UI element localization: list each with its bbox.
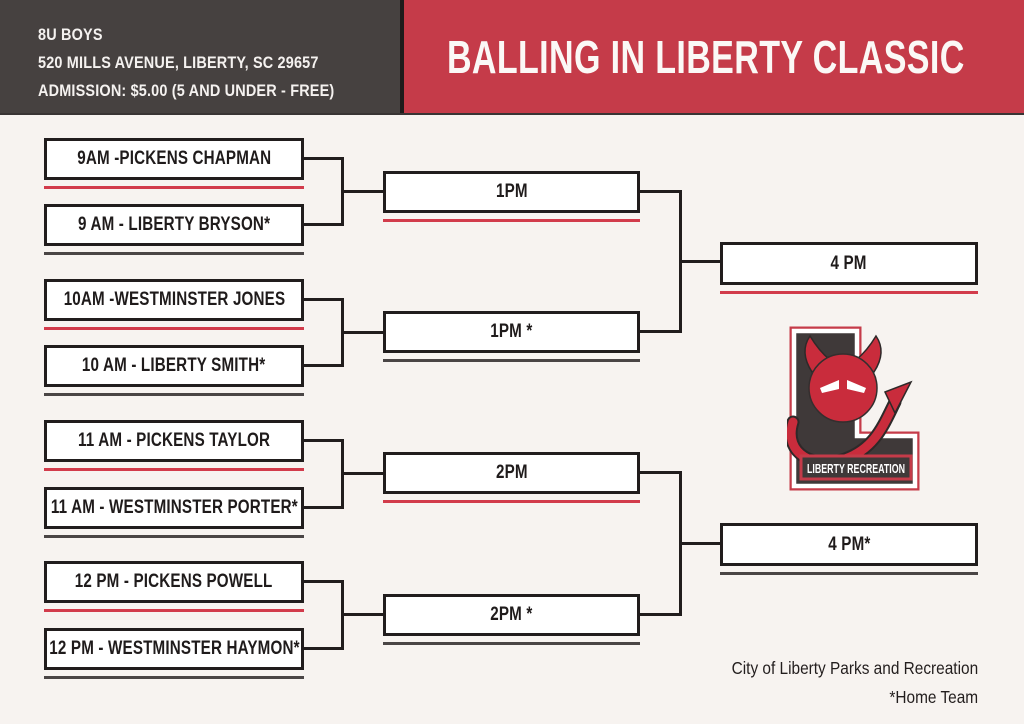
- slot-underline: [44, 468, 304, 471]
- title-banner: BALLING IN LIBERTY CLASSIC: [404, 0, 1024, 113]
- tournament-title: BALLING IN LIBERTY CLASSIC: [447, 30, 965, 83]
- bracket-connector: [302, 506, 344, 509]
- round1-slot-8: 12 PM - WESTMINSTER HAYMON*: [44, 628, 304, 670]
- devil-head: [804, 334, 882, 423]
- slot-label: 4 PM*: [827, 533, 871, 555]
- slot-label: 9AM -PICKENS CHAPMAN: [76, 148, 272, 169]
- round1-slot-2: 9 AM - LIBERTY BRYSON*: [44, 204, 304, 246]
- slot-label: 12 PM - PICKENS POWELL: [75, 571, 273, 592]
- header-divider: [400, 0, 404, 113]
- slot-label: 11 AM - PICKENS TAYLOR: [77, 430, 271, 451]
- footer-credit: City of Liberty Parks and Recreation *Ho…: [731, 654, 978, 712]
- home-team-note: *Home Team: [889, 687, 978, 707]
- slot-underline: [44, 393, 304, 396]
- slot-underline: [720, 572, 978, 575]
- slot-underline: [44, 609, 304, 612]
- slot-label: 2PM: [495, 462, 528, 483]
- bracket-connector: [341, 331, 383, 334]
- liberty-recreation-logo: LIBERTY RECREATION: [787, 326, 920, 491]
- final-slot-2: 4 PM*: [720, 523, 978, 566]
- footer-credit-line: City of Liberty Parks and Recreation: [731, 658, 978, 678]
- bracket-connector: [341, 190, 383, 193]
- slot-underline: [44, 327, 304, 330]
- logo-banner-text: LIBERTY RECREATION: [807, 462, 905, 476]
- slot-underline: [383, 359, 640, 362]
- bracket-connector: [341, 613, 383, 616]
- logo-banner: LIBERTY RECREATION: [799, 454, 913, 481]
- slot-label: 9 AM - LIBERTY BRYSON*: [77, 214, 271, 235]
- slot-underline: [720, 291, 978, 294]
- slot-underline: [44, 676, 304, 679]
- slot-underline: [44, 186, 304, 189]
- devil-eye-right: [847, 380, 866, 393]
- bracket-connector: [302, 580, 344, 583]
- bracket-connector: [679, 260, 720, 263]
- slot-underline: [44, 535, 304, 538]
- slot-label: 11 AM - WESTMINSTER PORTER*: [50, 497, 298, 518]
- bracket-connector: [341, 472, 383, 475]
- bracket-connector: [302, 298, 344, 301]
- slot-label: 1PM *: [490, 321, 533, 342]
- bracket-connector: [638, 330, 682, 333]
- round2-slot-1: 1PM: [383, 171, 640, 213]
- bracket-connector: [302, 364, 344, 367]
- bracket-connector: [638, 613, 682, 616]
- bracket-connector: [302, 647, 344, 650]
- round1-slot-6: 11 AM - WESTMINSTER PORTER*: [44, 487, 304, 529]
- slot-label: 12 PM - WESTMINSTER HAYMON*: [48, 638, 300, 659]
- bracket-connector: [638, 471, 682, 474]
- division-label: 8U BOYS: [38, 25, 103, 44]
- header-bottom-rule: [0, 113, 1024, 115]
- round1-slot-4: 10 AM - LIBERTY SMITH*: [44, 345, 304, 387]
- slot-underline: [44, 252, 304, 255]
- slot-label: 10 AM - LIBERTY SMITH*: [82, 355, 266, 376]
- slot-underline: [383, 500, 640, 503]
- admission-label: ADMISSION: $5.00 (5 AND UNDER - FREE): [38, 81, 335, 100]
- slot-underline: [383, 642, 640, 645]
- slot-label: 1PM: [495, 181, 528, 202]
- round1-slot-3: 10AM -WESTMINSTER JONES: [44, 279, 304, 321]
- slot-label: 4 PM: [830, 252, 868, 274]
- slot-label: 10AM -WESTMINSTER JONES: [63, 289, 285, 310]
- final-slot-1: 4 PM: [720, 242, 978, 285]
- devil-eye-left: [820, 380, 839, 393]
- bracket-connector: [302, 439, 344, 442]
- bracket-connector: [679, 542, 720, 545]
- bracket-connector: [302, 223, 344, 226]
- event-info-panel: 8U BOYS 520 MILLS AVENUE, LIBERTY, SC 29…: [0, 0, 400, 113]
- round1-slot-5: 11 AM - PICKENS TAYLOR: [44, 420, 304, 462]
- round1-slot-1: 9AM -PICKENS CHAPMAN: [44, 138, 304, 180]
- tail-arrowhead: [883, 380, 913, 415]
- round2-slot-3: 2PM: [383, 452, 640, 494]
- round2-slot-2: 1PM *: [383, 311, 640, 353]
- round2-slot-4: 2PM *: [383, 594, 640, 636]
- round1-slot-7: 12 PM - PICKENS POWELL: [44, 561, 304, 603]
- slot-label: 2PM *: [490, 604, 533, 625]
- address-label: 520 MILLS AVENUE, LIBERTY, SC 29657: [38, 53, 319, 72]
- bracket-connector: [638, 190, 682, 193]
- bracket-connector: [302, 157, 344, 160]
- slot-underline: [383, 219, 640, 222]
